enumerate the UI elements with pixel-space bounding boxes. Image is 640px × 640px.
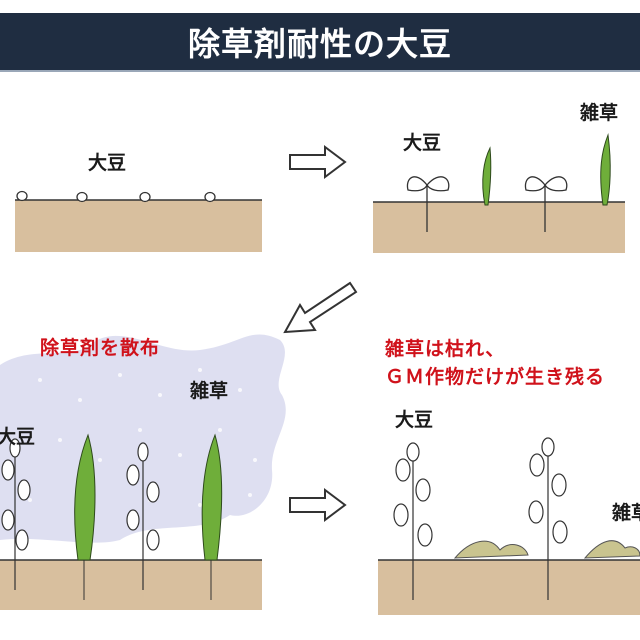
- soybean-label: 大豆: [403, 132, 442, 154]
- weed-sprouts: [482, 133, 611, 206]
- weed-label: 雑草: [580, 102, 619, 124]
- soil-panel-4: [378, 560, 640, 615]
- withered-weeds: [453, 540, 640, 559]
- soybean-seeds: [16, 190, 216, 203]
- weed-label: 雑草: [190, 380, 229, 402]
- spray-action-label: 除草剤を散布: [40, 337, 161, 359]
- soil-panel-3: [0, 560, 262, 610]
- title-bar: 除草剤耐性の大豆: [0, 13, 640, 72]
- arrow-right-icon: [289, 488, 347, 522]
- weeds-sprayed: [74, 433, 223, 600]
- soybean-seedlings: [406, 176, 568, 232]
- arrow-down-left-icon: [283, 281, 358, 334]
- arrow-right-icon: [289, 145, 347, 179]
- soil-panel-2: [373, 202, 625, 253]
- soybean-plants-survived: [393, 437, 568, 600]
- soybean-plants-sprayed: [1, 438, 160, 590]
- soybean-label: 大豆: [0, 426, 36, 448]
- soil-panel-1: [15, 200, 262, 252]
- soybean-label: 大豆: [88, 152, 127, 174]
- result-line-1: 雑草は枯れ、: [385, 338, 506, 360]
- page-title: 除草剤耐性の大豆: [187, 24, 452, 63]
- result-line-2: ＧＭ作物だけが生き残る: [385, 366, 606, 388]
- weed-label: 雑草: [612, 502, 640, 524]
- soybean-label: 大豆: [395, 409, 434, 431]
